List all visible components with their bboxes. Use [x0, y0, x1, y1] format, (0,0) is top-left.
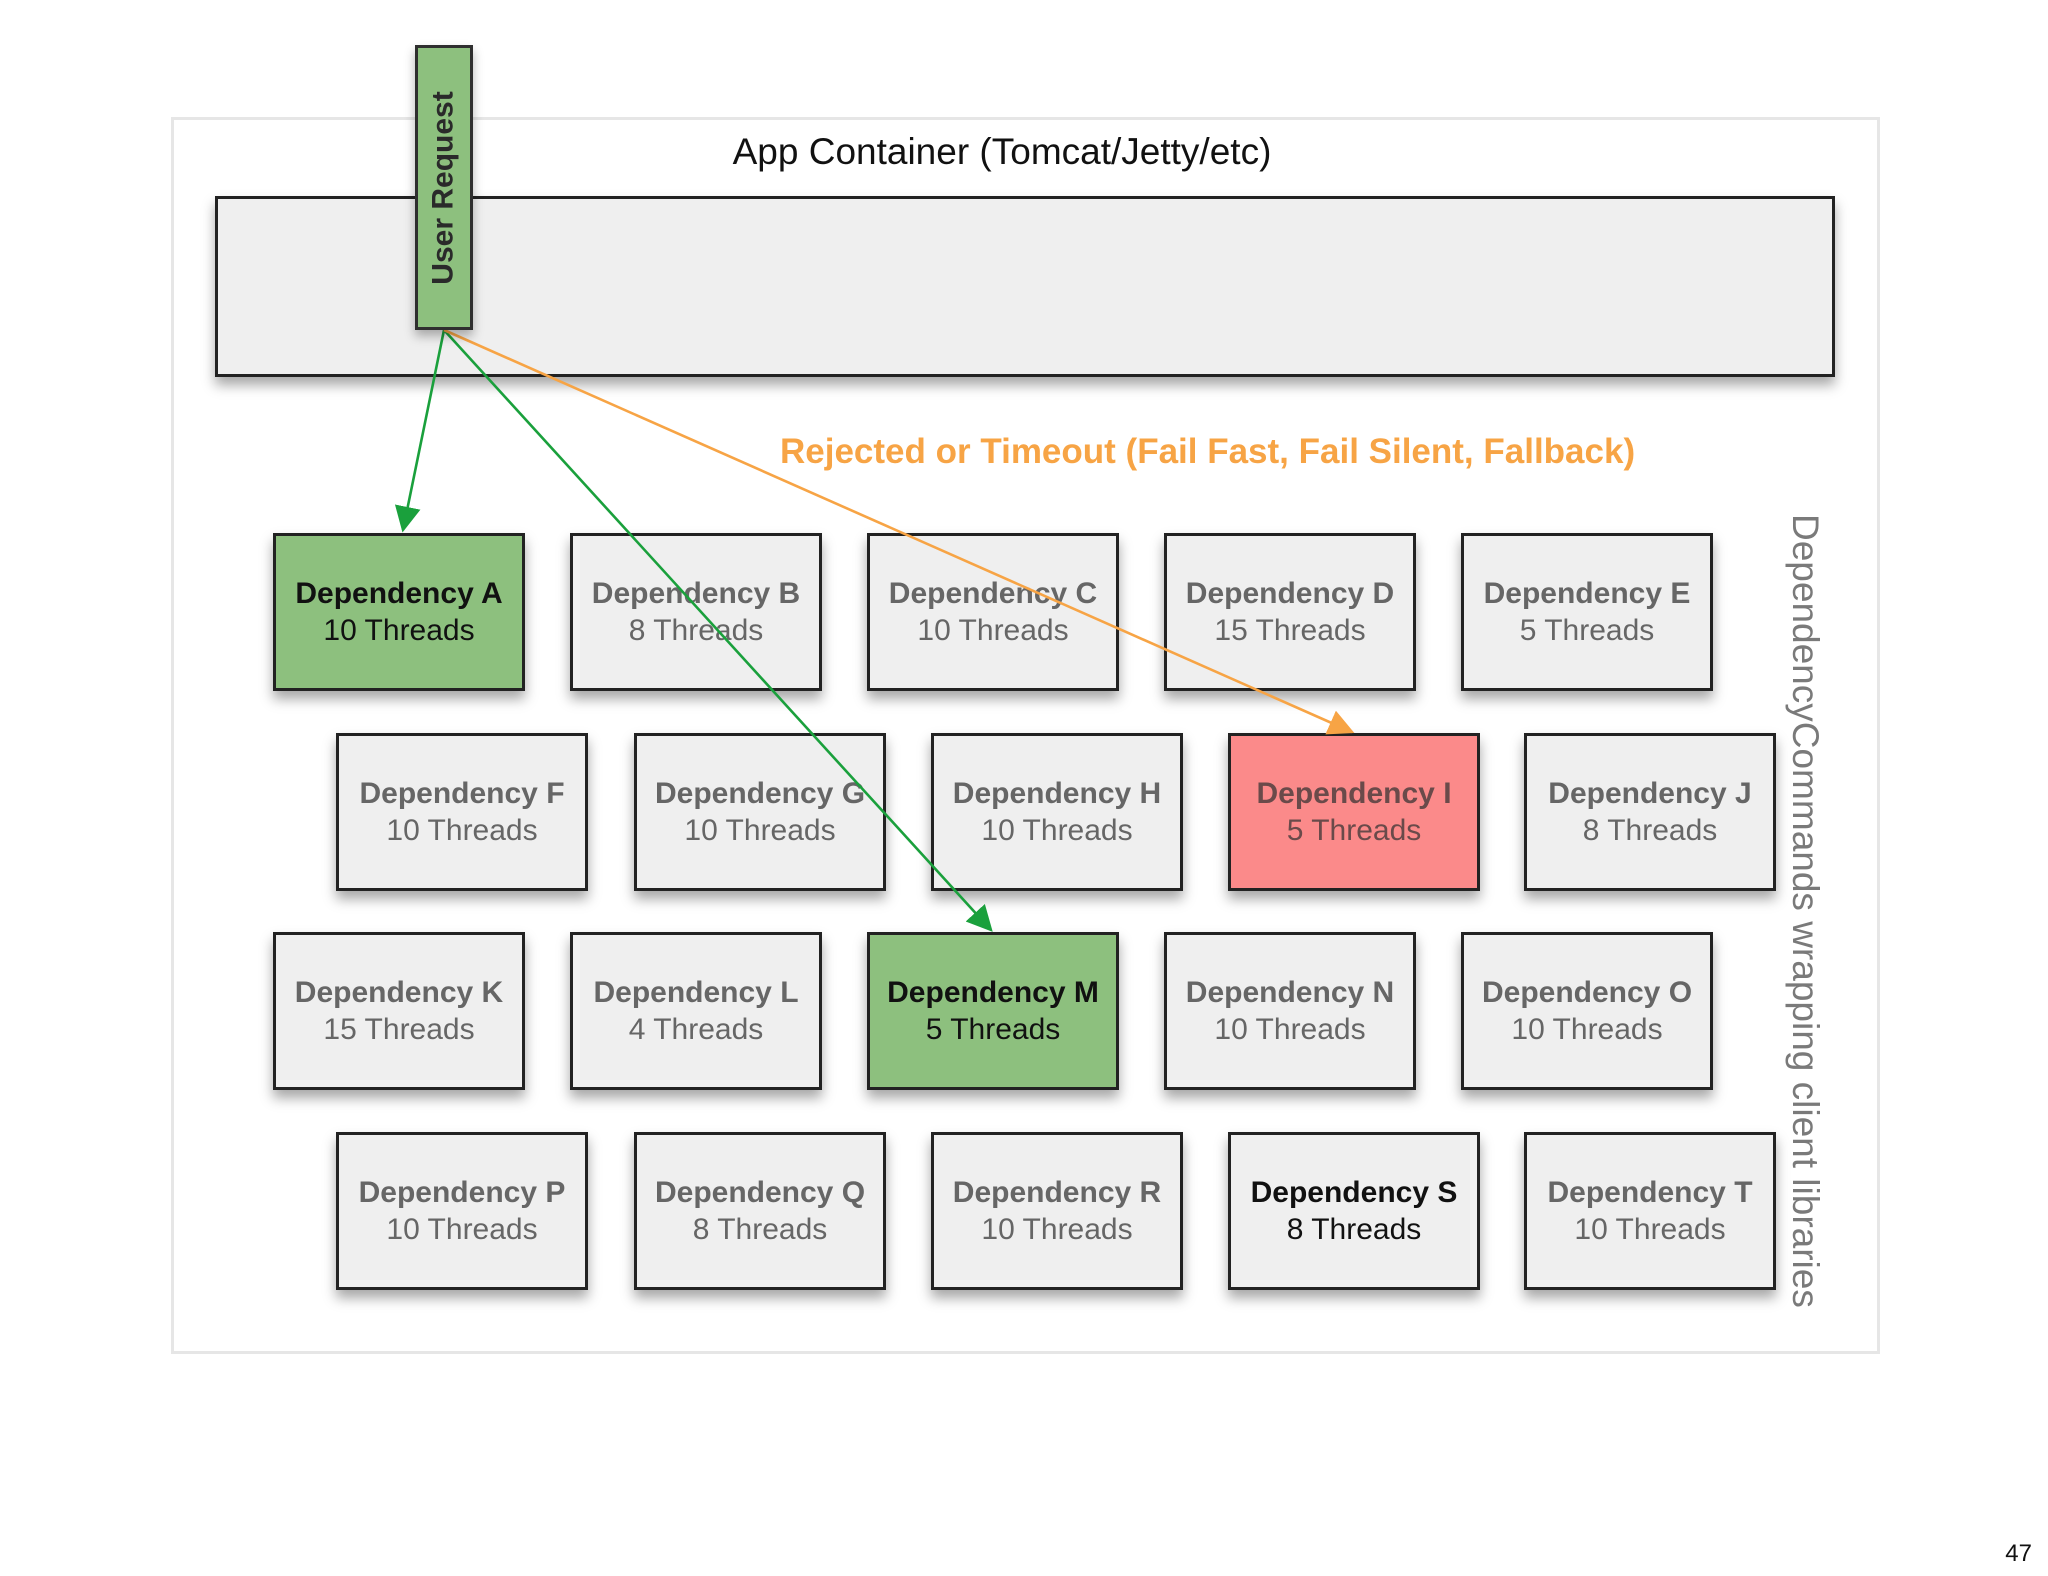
dependency-name: Dependency I: [1256, 777, 1452, 810]
dependency-b-box: Dependency B 8 Threads: [570, 533, 822, 691]
dependency-h-box: Dependency H 10 Threads: [931, 733, 1183, 891]
dependency-l-box: Dependency L 4 Threads: [570, 932, 822, 1090]
dependency-k-box: Dependency K 15 Threads: [273, 932, 525, 1090]
dependency-threads: 10 Threads: [981, 1213, 1133, 1246]
dependency-o-box: Dependency O 10 Threads: [1461, 932, 1713, 1090]
dependency-threads: 10 Threads: [981, 814, 1133, 847]
dependency-t-box: Dependency T 10 Threads: [1524, 1132, 1776, 1290]
dependency-i-box: Dependency I 5 Threads: [1228, 733, 1480, 891]
dependency-name: Dependency A: [295, 577, 503, 610]
dependency-name: Dependency E: [1483, 577, 1691, 610]
dependency-threads: 8 Threads: [1286, 1213, 1422, 1246]
dependency-threads: 5 Threads: [925, 1013, 1061, 1046]
dependency-name: Dependency S: [1250, 1176, 1458, 1209]
dependency-name: Dependency H: [952, 777, 1162, 810]
dependency-threads: 8 Threads: [1582, 814, 1718, 847]
dependency-name: Dependency K: [294, 976, 504, 1009]
dependency-m-box: Dependency M 5 Threads: [867, 932, 1119, 1090]
dependency-threads: 8 Threads: [628, 614, 764, 647]
dependency-name: Dependency N: [1185, 976, 1395, 1009]
dependency-name: Dependency G: [654, 777, 866, 810]
dependency-commands-label: DependencyCommands wrapping client libra…: [1785, 514, 1826, 1308]
dependency-name: Dependency T: [1547, 1176, 1753, 1209]
app-container-title: App Container (Tomcat/Jetty/etc): [732, 131, 1272, 172]
user-request-label: User Request: [427, 90, 460, 285]
dependency-name: Dependency C: [888, 577, 1098, 610]
dependency-threads: 10 Threads: [386, 1213, 538, 1246]
dependency-threads: 10 Threads: [323, 614, 475, 647]
dependency-threads: 5 Threads: [1286, 814, 1422, 847]
dependency-name: Dependency R: [952, 1176, 1162, 1209]
dependency-threads: 8 Threads: [692, 1213, 828, 1246]
dependency-j-box: Dependency J 8 Threads: [1524, 733, 1776, 891]
dependency-name: Dependency J: [1548, 777, 1752, 810]
dependency-threads: 4 Threads: [628, 1013, 764, 1046]
dependency-threads: 5 Threads: [1519, 614, 1655, 647]
dependency-name: Dependency P: [358, 1176, 566, 1209]
dependency-g-box: Dependency G 10 Threads: [634, 733, 886, 891]
dependency-n-box: Dependency N 10 Threads: [1164, 932, 1416, 1090]
dependency-p-box: Dependency P 10 Threads: [336, 1132, 588, 1290]
dependency-name: Dependency M: [887, 976, 1099, 1009]
dependency-name: Dependency B: [591, 577, 801, 610]
dependency-r-box: Dependency R 10 Threads: [931, 1132, 1183, 1290]
dependency-threads: 10 Threads: [917, 614, 1069, 647]
dependency-q-box: Dependency Q 8 Threads: [634, 1132, 886, 1290]
dependency-name: Dependency L: [593, 976, 799, 1009]
dependency-a-box: Dependency A 10 Threads: [273, 533, 525, 691]
dependency-name: Dependency F: [359, 777, 565, 810]
dependency-threads: 10 Threads: [684, 814, 836, 847]
dependency-threads: 10 Threads: [1214, 1013, 1366, 1046]
dependency-threads: 15 Threads: [1214, 614, 1366, 647]
dependency-f-box: Dependency F 10 Threads: [336, 733, 588, 891]
dependency-threads: 10 Threads: [386, 814, 538, 847]
dependency-e-box: Dependency E 5 Threads: [1461, 533, 1713, 691]
dependency-c-box: Dependency C 10 Threads: [867, 533, 1119, 691]
dependency-d-box: Dependency D 15 Threads: [1164, 533, 1416, 691]
dependency-threads: 10 Threads: [1574, 1213, 1726, 1246]
dependency-name: Dependency O: [1481, 976, 1693, 1009]
dependency-name: Dependency D: [1185, 577, 1395, 610]
dependency-threads: 10 Threads: [1511, 1013, 1663, 1046]
dependency-s-box: Dependency S 8 Threads: [1228, 1132, 1480, 1290]
user-request-box: User Request: [415, 45, 473, 330]
dependency-name: Dependency Q: [654, 1176, 866, 1209]
rejected-timeout-label: Rejected or Timeout (Fail Fast, Fail Sil…: [780, 432, 1636, 471]
dependency-threads: 15 Threads: [323, 1013, 475, 1046]
